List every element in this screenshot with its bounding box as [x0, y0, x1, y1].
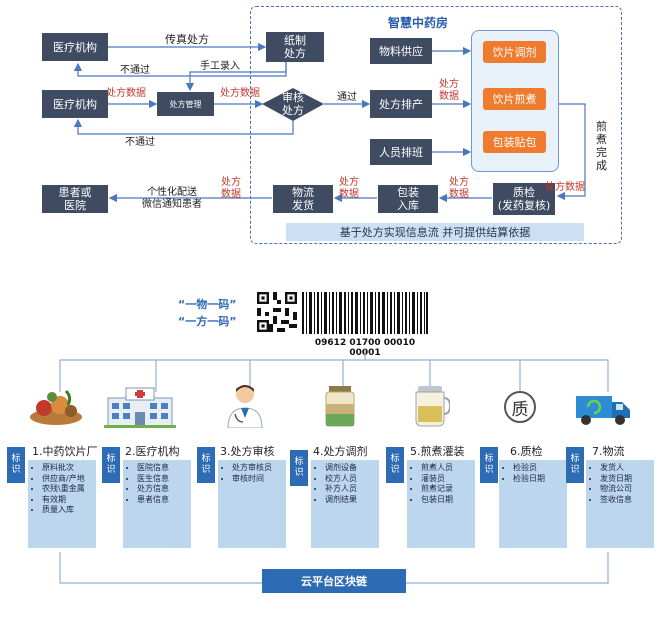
list-item: 煎煮记录: [421, 484, 475, 495]
list-item: 处方信息: [137, 484, 191, 495]
list-item: 发货日期: [600, 474, 654, 485]
list-item: 供应商/产地: [42, 474, 96, 485]
list-item: 审核时间: [232, 474, 286, 485]
tag-5: 标 识: [386, 447, 404, 483]
packing-box: 包装 入库: [378, 185, 438, 213]
cloud-blockchain-bar: 云平台区块链: [262, 569, 406, 593]
rx-data-label-3: 处方 数据: [439, 79, 459, 102]
medical-org-box-1: 医疗机构: [42, 33, 108, 61]
barcode-icon: [302, 292, 428, 334]
reject-label-1: 不通过: [120, 65, 150, 76]
list-item: 调剂结果: [325, 495, 379, 506]
process-step-3: 包装贴包: [483, 131, 546, 153]
tag-4: 标 识: [290, 450, 308, 486]
list-item: 调剂设备: [325, 463, 379, 474]
doctor-icon: [227, 385, 263, 428]
list-item: 质量入库: [42, 505, 96, 516]
list-item: 患者信息: [137, 495, 191, 506]
paper-prescription-box: 纸制 处方: [266, 32, 324, 62]
step-7-title: 7.物流: [592, 445, 625, 458]
qr-code-icon: [257, 292, 297, 332]
list-item: 物流公司: [600, 484, 654, 495]
herbs-icon: [30, 389, 82, 425]
tag-1: 标 识: [7, 447, 25, 483]
slogan-one-prescription: “一方一码”: [178, 315, 237, 328]
tag-2: 标 识: [102, 447, 120, 483]
patient-or-hospital-box: 患者或 医院: [42, 185, 108, 213]
list-item: 灌装员: [421, 474, 475, 485]
info-flow-bar: 基于处方实现信息流 并可提供结算依据: [286, 223, 584, 241]
step-2-card: 医院信息 医生信息 处方信息 患者信息: [123, 460, 191, 548]
list-item: 处方审核员: [232, 463, 286, 474]
step-4-title: 4.处方调剂: [313, 445, 368, 458]
reject-label-2: 不通过: [125, 137, 155, 148]
smart-pharmacy-title: 智慧中药房: [388, 16, 449, 30]
review-prescription-label: 审核 处方: [282, 91, 304, 117]
step-5-card: 煎煮人员 灌装员 煎煮记录 包装日期: [407, 460, 475, 548]
logistics-box: 物流 发货: [273, 185, 333, 213]
step-3-title: 3.处方审核: [220, 445, 275, 458]
rx-data-label-1: 处方数据: [106, 88, 146, 99]
rx-data-label-5: 处方 数据: [449, 177, 469, 200]
material-supply-box: 物料供应: [370, 38, 432, 64]
tag-7: 标 识: [566, 447, 584, 483]
list-item: 检验员: [513, 463, 567, 474]
tag-3: 标 识: [197, 447, 215, 483]
hospital-icon: [104, 387, 176, 428]
medical-org-box-2: 医疗机构: [42, 90, 108, 118]
list-item: 签收信息: [600, 495, 654, 506]
step-6-card: 检验员 检验日期: [499, 460, 567, 548]
quality-icon: 质: [504, 391, 536, 423]
list-item: 包装日期: [421, 495, 475, 506]
quality-check-box: 质检 (发药复核): [493, 183, 555, 215]
tag-6: 标 识: [480, 447, 498, 483]
list-item: 校方人员: [325, 474, 379, 485]
manual-entry-label: 手工录入: [200, 61, 240, 72]
list-item: 检验日期: [513, 474, 567, 485]
truck-icon: [576, 396, 630, 425]
step-1-title: 1.中药饮片厂: [32, 445, 98, 458]
quality-char: 质: [511, 399, 529, 420]
list-item: 发货人: [600, 463, 654, 474]
step-6-title: 6.质检: [510, 445, 543, 458]
pass-label: 通过: [337, 92, 357, 103]
list-item: 医生信息: [137, 474, 191, 485]
prescription-scheduling-box: 处方排产: [370, 90, 432, 118]
review-diamond: [262, 88, 324, 121]
list-item: 煎煮人员: [421, 463, 475, 474]
decoction-pot-icon: [415, 386, 450, 427]
rx-data-label-2: 处方数据: [220, 88, 260, 99]
rx-data-label-6: 处方 数据: [339, 177, 359, 200]
step-2-title: 2.医疗机构: [125, 445, 180, 458]
flow-connectors: [73, 42, 586, 203]
decoction-done-label: 煎 煮 完 成: [596, 120, 607, 172]
list-item: 补方人员: [325, 484, 379, 495]
step-7-card: 发货人 发货日期 物流公司 签收信息: [586, 460, 654, 548]
step-1-card: 原料批次 供应商/产地 农残\重金属 有效期 质量入库: [28, 460, 96, 548]
prescription-mgmt-box: 处方管理: [157, 92, 214, 116]
process-step-2: 饮片煎煮: [483, 88, 546, 110]
list-item: 医院信息: [137, 463, 191, 474]
fax-prescription-label: 传真处方: [165, 33, 209, 46]
rx-data-label-4: 处方数据: [545, 182, 585, 193]
process-step-1: 饮片调剂: [483, 41, 546, 63]
rx-data-label-7: 处方 数据: [221, 177, 241, 200]
list-item: 有效期: [42, 495, 96, 506]
step-5-title: 5.煎煮灌装: [410, 445, 465, 458]
staff-scheduling-box: 人员排班: [370, 139, 432, 165]
medicine-jar-icon: [325, 386, 355, 427]
list-item: 农残\重金属: [42, 484, 96, 495]
personal-delivery-label: 个性化配送 微信通知患者: [142, 187, 202, 210]
list-item: 原料批次: [42, 463, 96, 474]
step-3-card: 处方审核员 审核时间: [218, 460, 286, 548]
step-4-card: 调剂设备 校方人员 补方人员 调剂结果: [311, 460, 379, 548]
slogan-one-item: “一物一码”: [178, 298, 237, 311]
smart-pharmacy-frame: [250, 6, 622, 244]
